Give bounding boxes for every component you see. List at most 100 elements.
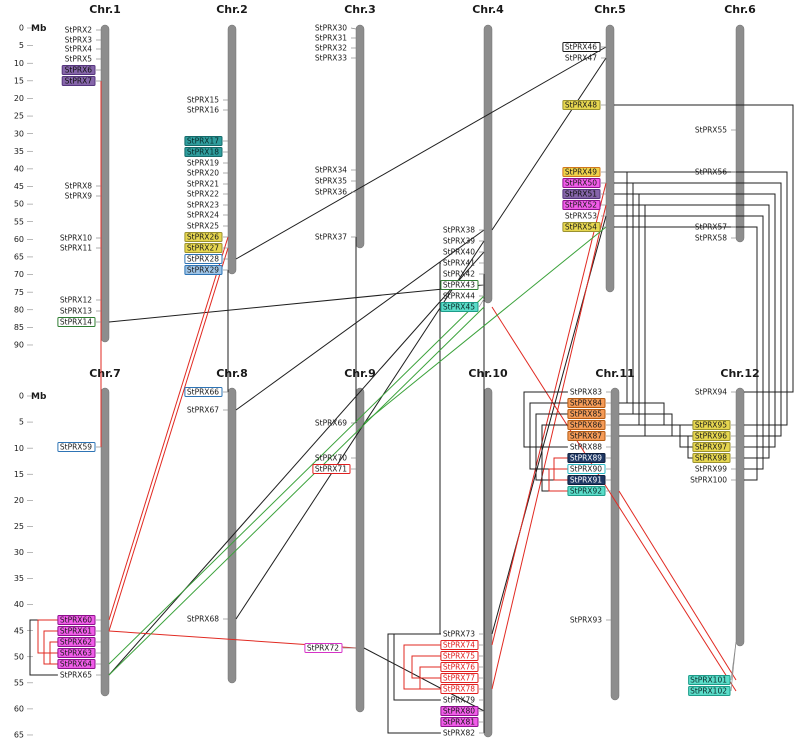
chromosome-bar bbox=[355, 387, 365, 713]
gene-box bbox=[184, 243, 223, 253]
gene-label: StPRX96 bbox=[695, 432, 727, 441]
gene-label: StPRX97 bbox=[695, 443, 727, 452]
gene-label: StPRX91 bbox=[570, 476, 602, 485]
gene-box bbox=[57, 626, 96, 636]
gene-label: StPRX58 bbox=[695, 234, 727, 243]
gene-label: StPRX54 bbox=[565, 223, 597, 232]
gene-label: StPRX11 bbox=[60, 244, 92, 253]
gene-tick bbox=[730, 641, 737, 692]
chromosome-bar bbox=[100, 24, 110, 343]
gene-box bbox=[567, 409, 606, 419]
gene-box bbox=[440, 302, 479, 312]
gene-box bbox=[440, 706, 479, 716]
synteny-line bbox=[491, 57, 607, 231]
mb-tick-label: 40 bbox=[14, 600, 24, 609]
chromosome-bar bbox=[100, 387, 110, 697]
gene-label: StPRX33 bbox=[315, 54, 347, 63]
gene-box bbox=[440, 684, 479, 694]
synteny-bracket bbox=[614, 104, 794, 393]
gene-box bbox=[184, 265, 223, 275]
chromosome-bar bbox=[227, 387, 237, 684]
gene-box bbox=[184, 232, 223, 242]
gene-box bbox=[692, 453, 731, 463]
gene-label: StPRX23 bbox=[187, 201, 219, 210]
synteny-line bbox=[108, 306, 485, 676]
chromosome-label: Chr.5 bbox=[594, 3, 626, 16]
mb-tick-label: 30 bbox=[14, 129, 24, 138]
gene-label: StPRX29 bbox=[187, 266, 219, 275]
gene-box bbox=[61, 76, 96, 86]
chromosome-label: Chr.6 bbox=[724, 3, 756, 16]
gene-label: StPRX55 bbox=[695, 126, 727, 135]
synteny-bracket bbox=[523, 391, 568, 448]
synteny-line bbox=[108, 284, 485, 323]
gene-label: StPRX68 bbox=[187, 615, 219, 624]
gene-label: StPRX16 bbox=[187, 106, 219, 115]
mb-axis-label: Mb bbox=[31, 24, 47, 34]
gene-label: StPRX84 bbox=[570, 399, 602, 408]
mb-tick-label: 75 bbox=[14, 288, 24, 297]
gene-box bbox=[184, 147, 223, 157]
gene-label: StPRX32 bbox=[315, 44, 347, 53]
chromosome-label: Chr.1 bbox=[89, 3, 121, 16]
gene-label: StPRX92 bbox=[570, 487, 602, 496]
gene-box bbox=[567, 453, 606, 463]
chromosome-label: Chr.12 bbox=[720, 367, 759, 380]
chromosome-bar bbox=[605, 24, 615, 293]
gene-box bbox=[57, 659, 96, 669]
chromosome-label: Chr.9 bbox=[344, 367, 376, 380]
mb-tick-label: 15 bbox=[14, 470, 24, 479]
gene-box bbox=[57, 615, 96, 625]
gene-label: StPRX48 bbox=[565, 101, 597, 110]
gene-box bbox=[562, 222, 601, 232]
mb-tick-label: 55 bbox=[14, 678, 24, 687]
gene-label: StPRX60 bbox=[60, 616, 92, 625]
chromosome-bar bbox=[483, 24, 493, 304]
gene-label: StPRX7 bbox=[65, 77, 93, 86]
gene-label: StPRX65 bbox=[60, 671, 92, 680]
synteny-line bbox=[491, 306, 737, 692]
mb-tick-label: 15 bbox=[14, 76, 24, 85]
gene-box bbox=[562, 100, 601, 110]
gene-box bbox=[567, 398, 606, 408]
mb-tick-label: 5 bbox=[19, 418, 24, 427]
mb-tick-label: 35 bbox=[14, 147, 24, 156]
gene-label: StPRX51 bbox=[565, 190, 597, 199]
gene-box bbox=[567, 475, 606, 485]
gene-box bbox=[184, 254, 223, 264]
gene-label: StPRX62 bbox=[60, 638, 92, 647]
gene-label: StPRX67 bbox=[187, 406, 219, 415]
gene-box bbox=[184, 136, 223, 146]
mb-tick-label: 50 bbox=[14, 652, 24, 661]
synteny-bracket bbox=[387, 633, 441, 734]
gene-label: StPRX36 bbox=[315, 188, 347, 197]
chromosome-label: Chr.4 bbox=[472, 3, 504, 16]
chromosome-bar bbox=[735, 24, 745, 243]
gene-label: StPRX57 bbox=[695, 223, 727, 232]
synteny-line bbox=[108, 236, 229, 621]
gene-label: StPRX3 bbox=[65, 36, 93, 45]
synteny-line bbox=[108, 295, 485, 665]
synteny-bracket bbox=[614, 171, 788, 426]
synteny-line bbox=[235, 46, 607, 260]
mb-tick-label: 20 bbox=[14, 94, 24, 103]
gene-label: StPRX42 bbox=[443, 270, 475, 279]
chromosome-bar bbox=[610, 387, 620, 701]
mb-tick-label: 45 bbox=[14, 626, 24, 635]
mb-tick-label: 65 bbox=[14, 731, 24, 740]
gene-box bbox=[688, 675, 731, 685]
gene-label: StPRX79 bbox=[443, 696, 475, 705]
mb-tick-label: 90 bbox=[14, 341, 24, 350]
gene-label: StPRX17 bbox=[187, 137, 219, 146]
synteny-bracket bbox=[49, 641, 58, 665]
gene-label: StPRX95 bbox=[695, 421, 727, 430]
mb-tick-label: 0 bbox=[19, 24, 24, 33]
gene-label: StPRX20 bbox=[187, 169, 219, 178]
gene-label: StPRX4 bbox=[65, 45, 93, 54]
mb-tick-label: 40 bbox=[14, 164, 24, 173]
mb-tick-label: 10 bbox=[14, 59, 24, 68]
gene-label: StPRX28 bbox=[187, 255, 219, 264]
gene-label: StPRX38 bbox=[443, 226, 475, 235]
gene-box bbox=[57, 442, 96, 452]
gene-box bbox=[567, 420, 606, 430]
